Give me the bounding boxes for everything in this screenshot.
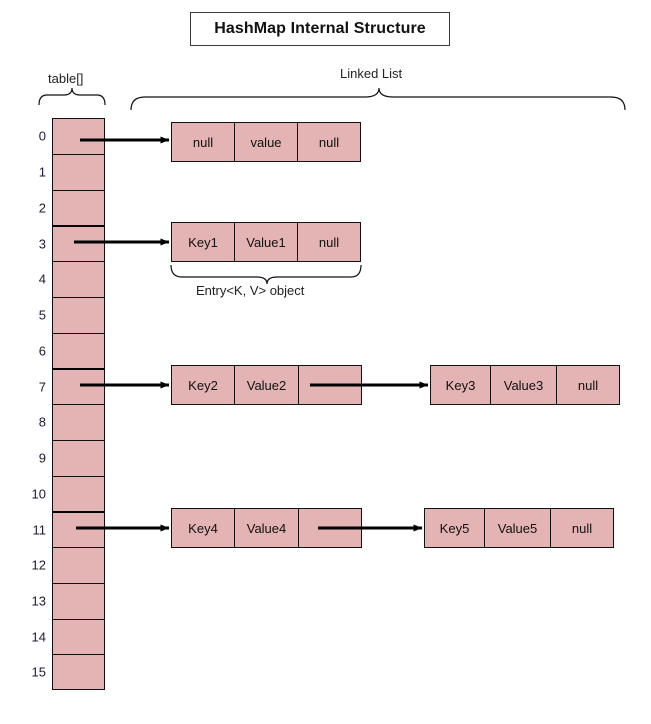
slot-index: 8 <box>38 414 46 430</box>
slot-index: 10 <box>31 486 46 502</box>
entry-value-cell: Value2 <box>234 365 298 405</box>
slot-index: 5 <box>38 307 46 323</box>
entry-node-bucket-7-tail[interactable]: Key3 Value3 null <box>430 365 620 405</box>
slot-index: 2 <box>38 200 46 216</box>
entry-key-cell: Key2 <box>171 365 234 405</box>
entry-value-cell: Value4 <box>234 508 298 548</box>
entry-node-bucket-3[interactable]: Key1 Value1 null <box>171 222 361 262</box>
slot-index: 14 <box>31 629 46 645</box>
table-slot-6[interactable]: 6 <box>39 332 105 369</box>
entry-node-bucket-7-head[interactable]: Key2 Value2 <box>171 365 362 405</box>
diagram-title-box: HashMap Internal Structure <box>190 12 450 46</box>
entry-next-cell: null <box>297 222 361 262</box>
entry-key-cell: null <box>171 122 234 162</box>
table-slot-3[interactable]: 3 <box>39 225 105 261</box>
table-slot-9[interactable]: 9 <box>39 439 105 476</box>
entry-next-cell <box>298 365 362 405</box>
slot-index: 12 <box>31 557 46 573</box>
entry-brace <box>170 264 362 285</box>
slot-index: 4 <box>38 271 46 287</box>
table-slot-8[interactable]: 8 <box>39 404 105 440</box>
slot-index: 3 <box>38 236 46 252</box>
entry-node-bucket-0[interactable]: null value null <box>171 122 361 162</box>
table-slot-5[interactable]: 5 <box>39 296 105 333</box>
table-slot-0[interactable]: 0 <box>39 118 105 154</box>
entry-node-bucket-11-tail[interactable]: Key5 Value5 null <box>424 508 614 548</box>
table-slot-4[interactable]: 4 <box>39 261 105 297</box>
slot-index: 6 <box>38 343 46 359</box>
slot-index: 1 <box>38 164 46 180</box>
entry-next-cell: null <box>556 365 620 405</box>
entry-value-cell: value <box>234 122 297 162</box>
table-slot-11[interactable]: 11 <box>33 511 105 547</box>
entry-value-cell: Value5 <box>484 508 550 548</box>
entry-key-cell: Key5 <box>424 508 484 548</box>
entry-next-cell <box>298 508 362 548</box>
table-slot-12[interactable]: 12 <box>32 547 105 583</box>
table-slot-1[interactable]: 1 <box>39 153 105 190</box>
table-brace <box>38 87 106 106</box>
slot-index: 11 <box>32 522 47 538</box>
linked-list-brace <box>130 87 626 111</box>
entry-key-cell: Key3 <box>430 365 490 405</box>
table-slot-2[interactable]: 2 <box>39 189 105 226</box>
table-slot-7[interactable]: 7 <box>39 368 105 404</box>
table-slot-13[interactable]: 13 <box>32 582 105 619</box>
table-array: 0 1 2 3 4 5 6 7 8 9 10 11 12 13 14 15 <box>32 118 105 690</box>
entry-value-cell: Value3 <box>490 365 556 405</box>
table-slot-10[interactable]: 10 <box>32 475 105 512</box>
page-title: HashMap Internal Structure <box>214 20 426 37</box>
entry-next-cell: null <box>297 122 361 162</box>
table-slot-15[interactable]: 15 <box>32 654 105 690</box>
slot-index: 15 <box>31 664 46 680</box>
entry-next-cell: null <box>550 508 614 548</box>
slot-index: 9 <box>38 450 46 466</box>
linked-list-label: Linked List <box>340 66 403 81</box>
entry-value-cell: Value1 <box>234 222 297 262</box>
entry-object-label: Entry<K, V> object <box>196 283 305 298</box>
entry-node-bucket-11-head[interactable]: Key4 Value4 <box>171 508 362 548</box>
entry-key-cell: Key1 <box>171 222 234 262</box>
table-array-label: table[] <box>48 71 84 86</box>
slot-index: 0 <box>38 128 46 144</box>
slot-index: 13 <box>31 593 46 609</box>
entry-key-cell: Key4 <box>171 508 234 548</box>
slot-index: 7 <box>38 379 46 395</box>
table-slot-14[interactable]: 14 <box>32 618 105 655</box>
